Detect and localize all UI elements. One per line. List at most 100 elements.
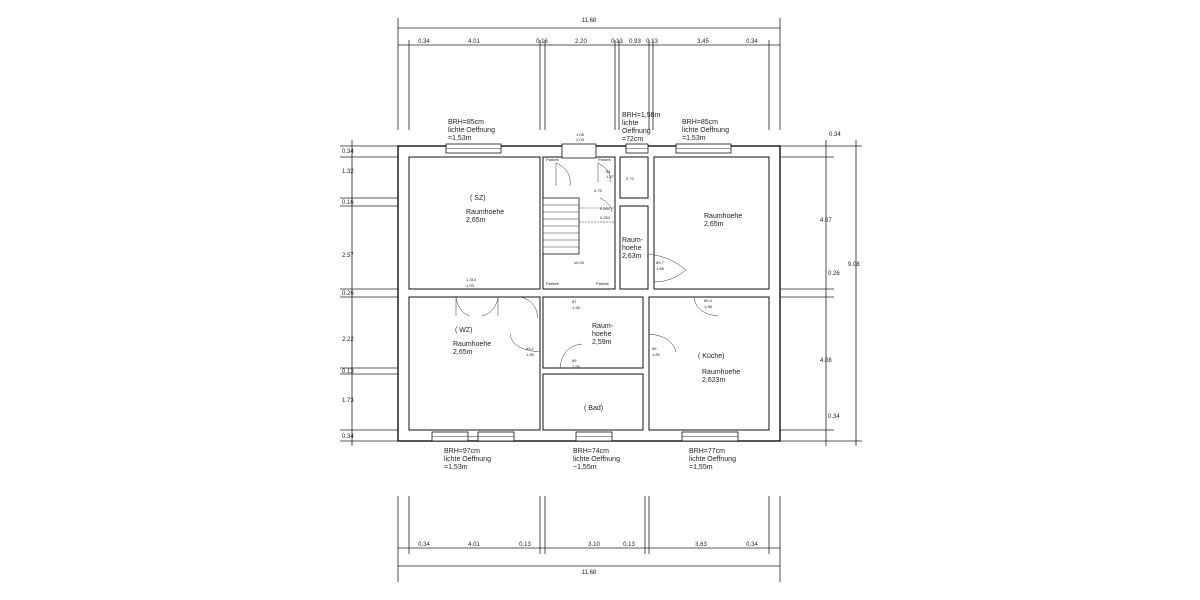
- svg-text:hoehe: hoehe: [622, 245, 642, 252]
- room-mid: Raum- hoehe 2,59m: [592, 323, 614, 346]
- svg-text:=1,55m: =1,55m: [689, 464, 713, 471]
- left-seg-1: 0.34: [342, 149, 354, 155]
- svg-text:lichte Oeffnung: lichte Oeffnung: [444, 456, 491, 463]
- svg-text:±0,00: ±0,00: [574, 260, 585, 265]
- svg-text:1,93: 1,93: [466, 283, 475, 288]
- svg-text:1,314: 1,314: [466, 277, 477, 282]
- svg-text:Raumhoehe: Raumhoehe: [466, 209, 504, 216]
- svg-text:BRH=74cm: BRH=74cm: [573, 448, 609, 455]
- top-seg-5: 0.13: [611, 39, 623, 45]
- svg-text:87: 87: [572, 299, 577, 304]
- svg-text:89: 89: [652, 346, 657, 351]
- svg-text:~1,55m: ~1,55m: [573, 464, 597, 471]
- svg-text:lichte Oeffnung: lichte Oeffnung: [448, 127, 495, 134]
- right-total: 9.08: [848, 262, 860, 268]
- staircase: [542, 197, 615, 255]
- svg-text:69,7: 69,7: [656, 260, 665, 265]
- svg-text:BRH=97cm: BRH=97cm: [444, 448, 480, 455]
- windows: [431, 143, 739, 442]
- room-ne: Raumhoehe 2,65m: [704, 213, 742, 228]
- door-swings: [455, 162, 719, 369]
- left-seg-9: 0.34: [342, 434, 354, 440]
- left-seg-5: 0.26: [342, 291, 354, 297]
- right-seg-2: 4.07: [820, 218, 832, 224]
- svg-text:0,75: 0,75: [594, 188, 603, 193]
- right-seg-4: 4.08: [820, 358, 832, 364]
- svg-text:lichte: lichte: [622, 120, 638, 127]
- top-dimension-chain: 11.68 0.34 4.01 0.16 2.20 0.13 0.93 0.13…: [397, 18, 781, 130]
- window-note-bottom-right: BRH=77cm lichte Oeffnung =1,55m: [689, 448, 736, 471]
- svg-text:( SZ): ( SZ): [470, 195, 486, 202]
- svg-text:2,65m: 2,65m: [453, 349, 473, 356]
- svg-text:hoehe: hoehe: [592, 331, 612, 338]
- svg-text:69,4: 69,4: [526, 346, 535, 351]
- bottom-seg-2: 4.01: [468, 542, 480, 548]
- svg-text:Raum-: Raum-: [592, 323, 614, 330]
- room-bad: ( Bad): [584, 405, 603, 412]
- bottom-seg-3: 0.13: [519, 542, 531, 548]
- svg-text:Raum-: Raum-: [622, 237, 644, 244]
- right-seg-5: 0.34: [828, 414, 840, 420]
- left-seg-2: 1.32: [342, 169, 354, 175]
- svg-text:BRH=85cm: BRH=85cm: [682, 119, 718, 126]
- room-wz: ( WZ) Raumhoehe 2,65m: [453, 327, 491, 356]
- top-seg-4: 2.20: [575, 39, 587, 45]
- right-seg-1: 0.34: [829, 132, 841, 138]
- total-width-bottom: 11.68: [582, 570, 597, 576]
- svg-text:Parkett: Parkett: [598, 157, 612, 162]
- svg-text:64: 64: [606, 169, 611, 174]
- room-kueche: ( Küche) Raumhoehe 2,623m: [698, 353, 740, 384]
- svg-text:=1,53m: =1,53m: [444, 464, 468, 471]
- svg-text:BRH=85cm: BRH=85cm: [448, 119, 484, 126]
- svg-text:BRH=77cm: BRH=77cm: [689, 448, 725, 455]
- svg-text:1,96: 1,96: [572, 305, 581, 310]
- svg-text:( WZ): ( WZ): [455, 327, 473, 334]
- window-note-top-left: BRH=85cm lichte Oeffnung =1,53m: [448, 119, 495, 142]
- svg-text:Parkett: Parkett: [546, 157, 560, 162]
- bottom-seg-6: 3.63: [695, 542, 707, 548]
- svg-text:1,98: 1,98: [704, 304, 713, 309]
- svg-text:0,72: 0,72: [626, 176, 635, 181]
- window-note-bottom-mid: BRH=74cm lichte Oeffnung ~1,55m: [573, 448, 620, 471]
- top-seg-8: 3.45: [697, 39, 709, 45]
- svg-text:69,4: 69,4: [704, 298, 713, 303]
- svg-text:=1,53m: =1,53m: [448, 135, 472, 142]
- svg-text:1,95: 1,95: [572, 364, 581, 369]
- svg-text:lichte Oeffnung: lichte Oeffnung: [682, 127, 729, 134]
- left-seg-6: 2.22: [342, 337, 354, 343]
- top-seg-1: 0.34: [418, 39, 430, 45]
- room-sz: ( SZ) Raumhoehe 2,65m: [466, 195, 504, 224]
- svg-text:1,89: 1,89: [652, 352, 661, 357]
- window-note-bottom-left: BRH=97cm lichte Oeffnung =1,53m: [444, 448, 491, 471]
- svg-text:( Küche): ( Küche): [698, 353, 724, 360]
- small-dimension-labels: 1,08 2,03 Parkett Parkett 64 1,87 0,72 0…: [466, 132, 713, 369]
- svg-text:( Bad): ( Bad): [584, 405, 603, 412]
- svg-text:lichte Oeffnung: lichte Oeffnung: [573, 456, 620, 463]
- svg-text:1,98: 1,98: [656, 266, 665, 271]
- left-seg-8: 1.73: [342, 398, 354, 404]
- svg-text:1,08: 1,08: [576, 132, 585, 137]
- svg-text:=1,53m: =1,53m: [682, 135, 706, 142]
- left-seg-7: 0.13: [342, 369, 354, 375]
- svg-text:Raumhoehe: Raumhoehe: [704, 213, 742, 220]
- svg-text:1,87: 1,87: [606, 174, 615, 179]
- svg-text:Raumhoehe: Raumhoehe: [702, 369, 740, 376]
- svg-text:89: 89: [572, 358, 577, 363]
- building-walls: [397, 145, 781, 442]
- svg-text:Oeffnung: Oeffnung: [622, 128, 651, 135]
- left-seg-4: 2.57: [342, 253, 354, 259]
- svg-text:0,501: 0,501: [600, 206, 611, 211]
- window-note-top-mid: BRH=1,58m lichte Oeffnung =72cm: [622, 112, 660, 143]
- svg-text:2,623m: 2,623m: [702, 377, 726, 384]
- svg-text:1,96: 1,96: [526, 352, 535, 357]
- top-seg-2: 4.01: [468, 39, 480, 45]
- right-seg-3: 0.26: [828, 271, 840, 277]
- svg-text:Parkett: Parkett: [596, 281, 610, 286]
- bottom-seg-4: 3.10: [588, 542, 600, 548]
- svg-text:lichte Oeffnung: lichte Oeffnung: [689, 456, 736, 463]
- svg-text:0,254: 0,254: [600, 215, 611, 220]
- svg-text:BRH=1,58m: BRH=1,58m: [622, 112, 660, 119]
- right-dimension-chain: 0.34 4.07 0.26 4.08 0.34 9.08: [780, 132, 862, 446]
- svg-text:2,59m: 2,59m: [592, 339, 612, 346]
